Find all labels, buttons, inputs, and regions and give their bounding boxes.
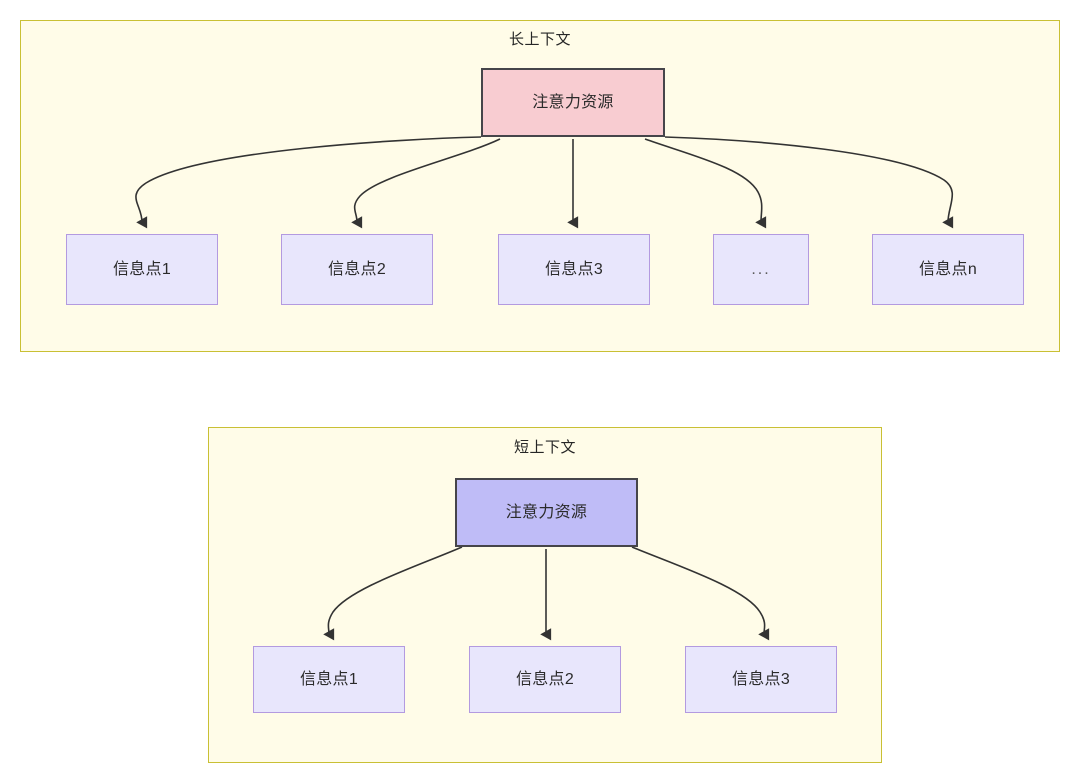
group-short-context-title: 短上下文: [513, 439, 576, 456]
node-attention-resource-short[interactable]: 注意力资源: [455, 478, 638, 547]
node-info-point-3-long[interactable]: 信息点3: [498, 234, 650, 305]
node-info-point-3-short[interactable]: 信息点3: [685, 646, 837, 713]
group-long-context-title: 长上下文: [508, 31, 571, 48]
node-info-point-1-short[interactable]: 信息点1: [253, 646, 405, 713]
node-attention-resource-long[interactable]: 注意力资源: [481, 68, 665, 137]
node-info-point-1-long[interactable]: 信息点1: [66, 234, 218, 305]
node-info-point-2-short[interactable]: 信息点2: [469, 646, 621, 713]
node-info-point-ellipsis-long[interactable]: ...: [713, 234, 809, 305]
node-info-point-n-long[interactable]: 信息点n: [872, 234, 1024, 305]
node-info-point-2-long[interactable]: 信息点2: [281, 234, 433, 305]
